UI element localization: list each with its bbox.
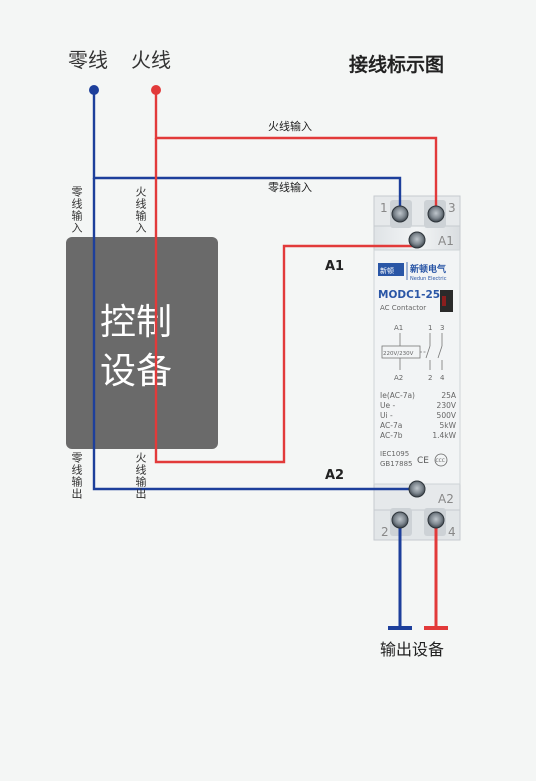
control-device-label-line1: 控制 [100,302,172,343]
neutral-input-wire [92,90,402,214]
ccc-mark: CCC [436,458,445,464]
brand-name: 新顿电气 [410,263,446,275]
output-device-label: 输出设备 [380,640,444,659]
schematic-a1: A1 [394,324,403,332]
spec-key: AC-7b [380,431,403,440]
model-number: MODC1-25 [378,289,440,301]
schematic-1: 1 [428,324,432,332]
output-neutral-cap [388,626,412,630]
schematic-4: 4 [440,374,445,382]
spec-key: Ue - [380,401,395,410]
spec-value: 500V [437,411,457,420]
terminal-3-label: 3 [448,201,456,215]
terminal-4-label: 4 [448,525,456,539]
coil-voltage: 220V/230V [383,351,414,357]
ce-mark: CE [417,456,429,466]
terminal-1-label: 1 [380,201,388,215]
a1-wire-label: A1 [325,259,344,274]
spec-key: AC-7a [380,421,402,430]
live-output-wire [154,138,417,464]
contactor-schematic [381,333,443,370]
schematic-a2: A2 [394,374,403,382]
live-source-dot [151,85,161,95]
spec-key: Ie(AC-7a) [380,391,415,400]
brand-logo-box [378,263,404,276]
schematic-3: 3 [440,324,444,332]
spec-table: Ie(AC-7a) 25A Ue - 230V Ui - 500V AC-7a 5kW AC-7… [380,391,457,440]
control-neutral-in-label: 零线输入 [70,186,83,234]
standard-1: IEC1095 [380,450,409,458]
terminal-1-screw [391,205,409,223]
neutral-source-dot [89,85,99,95]
terminal-3-screw [427,205,445,223]
control-device-label-line2: 设备 [100,351,172,392]
brand-logo: 新顿 [380,266,394,275]
spec-value: 5kW [439,421,456,430]
terminal-a2-screw [408,480,426,498]
spec-key: Ui - [380,411,393,420]
terminal-4-screw [427,511,445,529]
terminal-a1-screw [408,231,426,249]
ccc-mark-icon [434,453,448,467]
control-live-in-label: 火线输入 [134,186,147,234]
brand-subname: Nedun Electric [410,276,447,282]
live-input-wire [154,90,438,214]
control-live-out-label: 火线输出 [134,452,147,500]
spec-value: 25A [441,391,457,400]
live-input-wire-label: 火线输入 [268,119,312,133]
contactor-type: AC Contactor [380,304,426,312]
standard-2: GB17885 [380,460,413,468]
a2-wire-label: A2 [325,468,344,483]
status-indicator-led [442,296,446,306]
terminal-a2-label: A2 [438,492,454,506]
terminal-2-label: 2 [381,525,389,539]
status-indicator [440,290,453,312]
schematic-2: 2 [428,374,432,382]
contactor-front-panel [373,249,461,485]
output-live-cap [424,626,448,630]
spec-value: 230V [437,401,457,410]
live-wire-label: 火线 [131,48,171,72]
neutral-input-wire-label: 零线输入 [268,180,312,194]
control-device-box [66,237,218,449]
terminal-a1-label: A1 [438,234,454,248]
page-title: 接线标示图 [349,53,444,76]
neutral-output-wire [92,178,417,491]
terminal-2-screw [391,511,409,529]
spec-value: 1.4kW [432,431,456,440]
neutral-wire-label: 零线 [68,48,108,72]
control-neutral-out-label: 零线输出 [70,452,83,500]
